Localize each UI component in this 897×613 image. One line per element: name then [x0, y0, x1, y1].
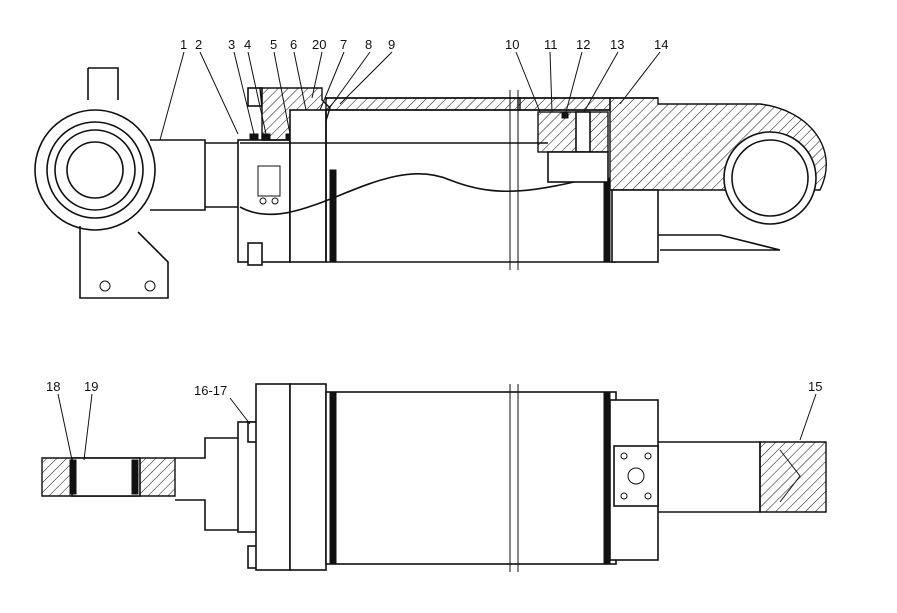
mount-plate-lower: [79, 226, 169, 299]
label-8: 8: [365, 37, 372, 52]
bottom-band-left: [329, 391, 337, 565]
label-6: 6: [290, 37, 297, 52]
label-13: 13: [610, 37, 624, 52]
bottom-view: [41, 383, 827, 572]
piston-rod: [239, 142, 601, 216]
label-7: 7: [340, 37, 347, 52]
label-19: 19: [84, 379, 98, 394]
seal-4: [261, 133, 271, 141]
circlip-18-left: [69, 459, 77, 495]
label-16-17: 16-17: [194, 383, 227, 398]
port-flange: [613, 445, 659, 507]
bottom-band-right: [603, 391, 611, 565]
bottom-barrel: [325, 391, 617, 565]
mount-bracket-upper: [88, 67, 119, 100]
label-3: 3: [228, 37, 235, 52]
callout-labels: 1 2 3 4 5 6 20 7 8 9 10 11 12 13 14 15 1…: [46, 37, 822, 398]
label-5: 5: [270, 37, 277, 52]
rod-neck: [150, 139, 206, 211]
barrel-band-left: [329, 169, 337, 263]
label-12: 12: [576, 37, 590, 52]
barrel-band-right: [603, 177, 611, 263]
cap-end-body: [611, 189, 659, 263]
label-14: 14: [654, 37, 668, 52]
gland-flange: [237, 139, 291, 263]
label-10: 10: [505, 37, 519, 52]
bottom-cap-ear: [658, 441, 761, 513]
circlip-18-right: [131, 459, 139, 495]
label-20: 20: [312, 37, 326, 52]
piston-nut: [575, 111, 591, 153]
head-ring: [289, 109, 327, 263]
cap-end-lower: [658, 234, 781, 251]
callout-leaders: [57, 51, 817, 461]
label-2: 2: [195, 37, 202, 52]
label-18: 18: [46, 379, 60, 394]
top-view: [34, 67, 827, 299]
label-4: 4: [244, 37, 251, 52]
bottom-rod-neck: [175, 437, 241, 531]
label-9: 9: [388, 37, 395, 52]
cap-ear-section-15: [759, 441, 827, 513]
flange-bolt-lower: [247, 242, 263, 266]
label-1: 1: [180, 37, 187, 52]
bushing-19: [71, 457, 141, 497]
label-11: 11: [544, 37, 558, 52]
rod-end-eye: [34, 109, 156, 231]
bottom-head-ring: [255, 383, 291, 571]
piston-section: [537, 111, 609, 153]
label-15: 15: [808, 379, 822, 394]
piston-seal-12: [561, 111, 569, 119]
seal-3: [249, 133, 259, 141]
cap-eye: [723, 131, 817, 225]
